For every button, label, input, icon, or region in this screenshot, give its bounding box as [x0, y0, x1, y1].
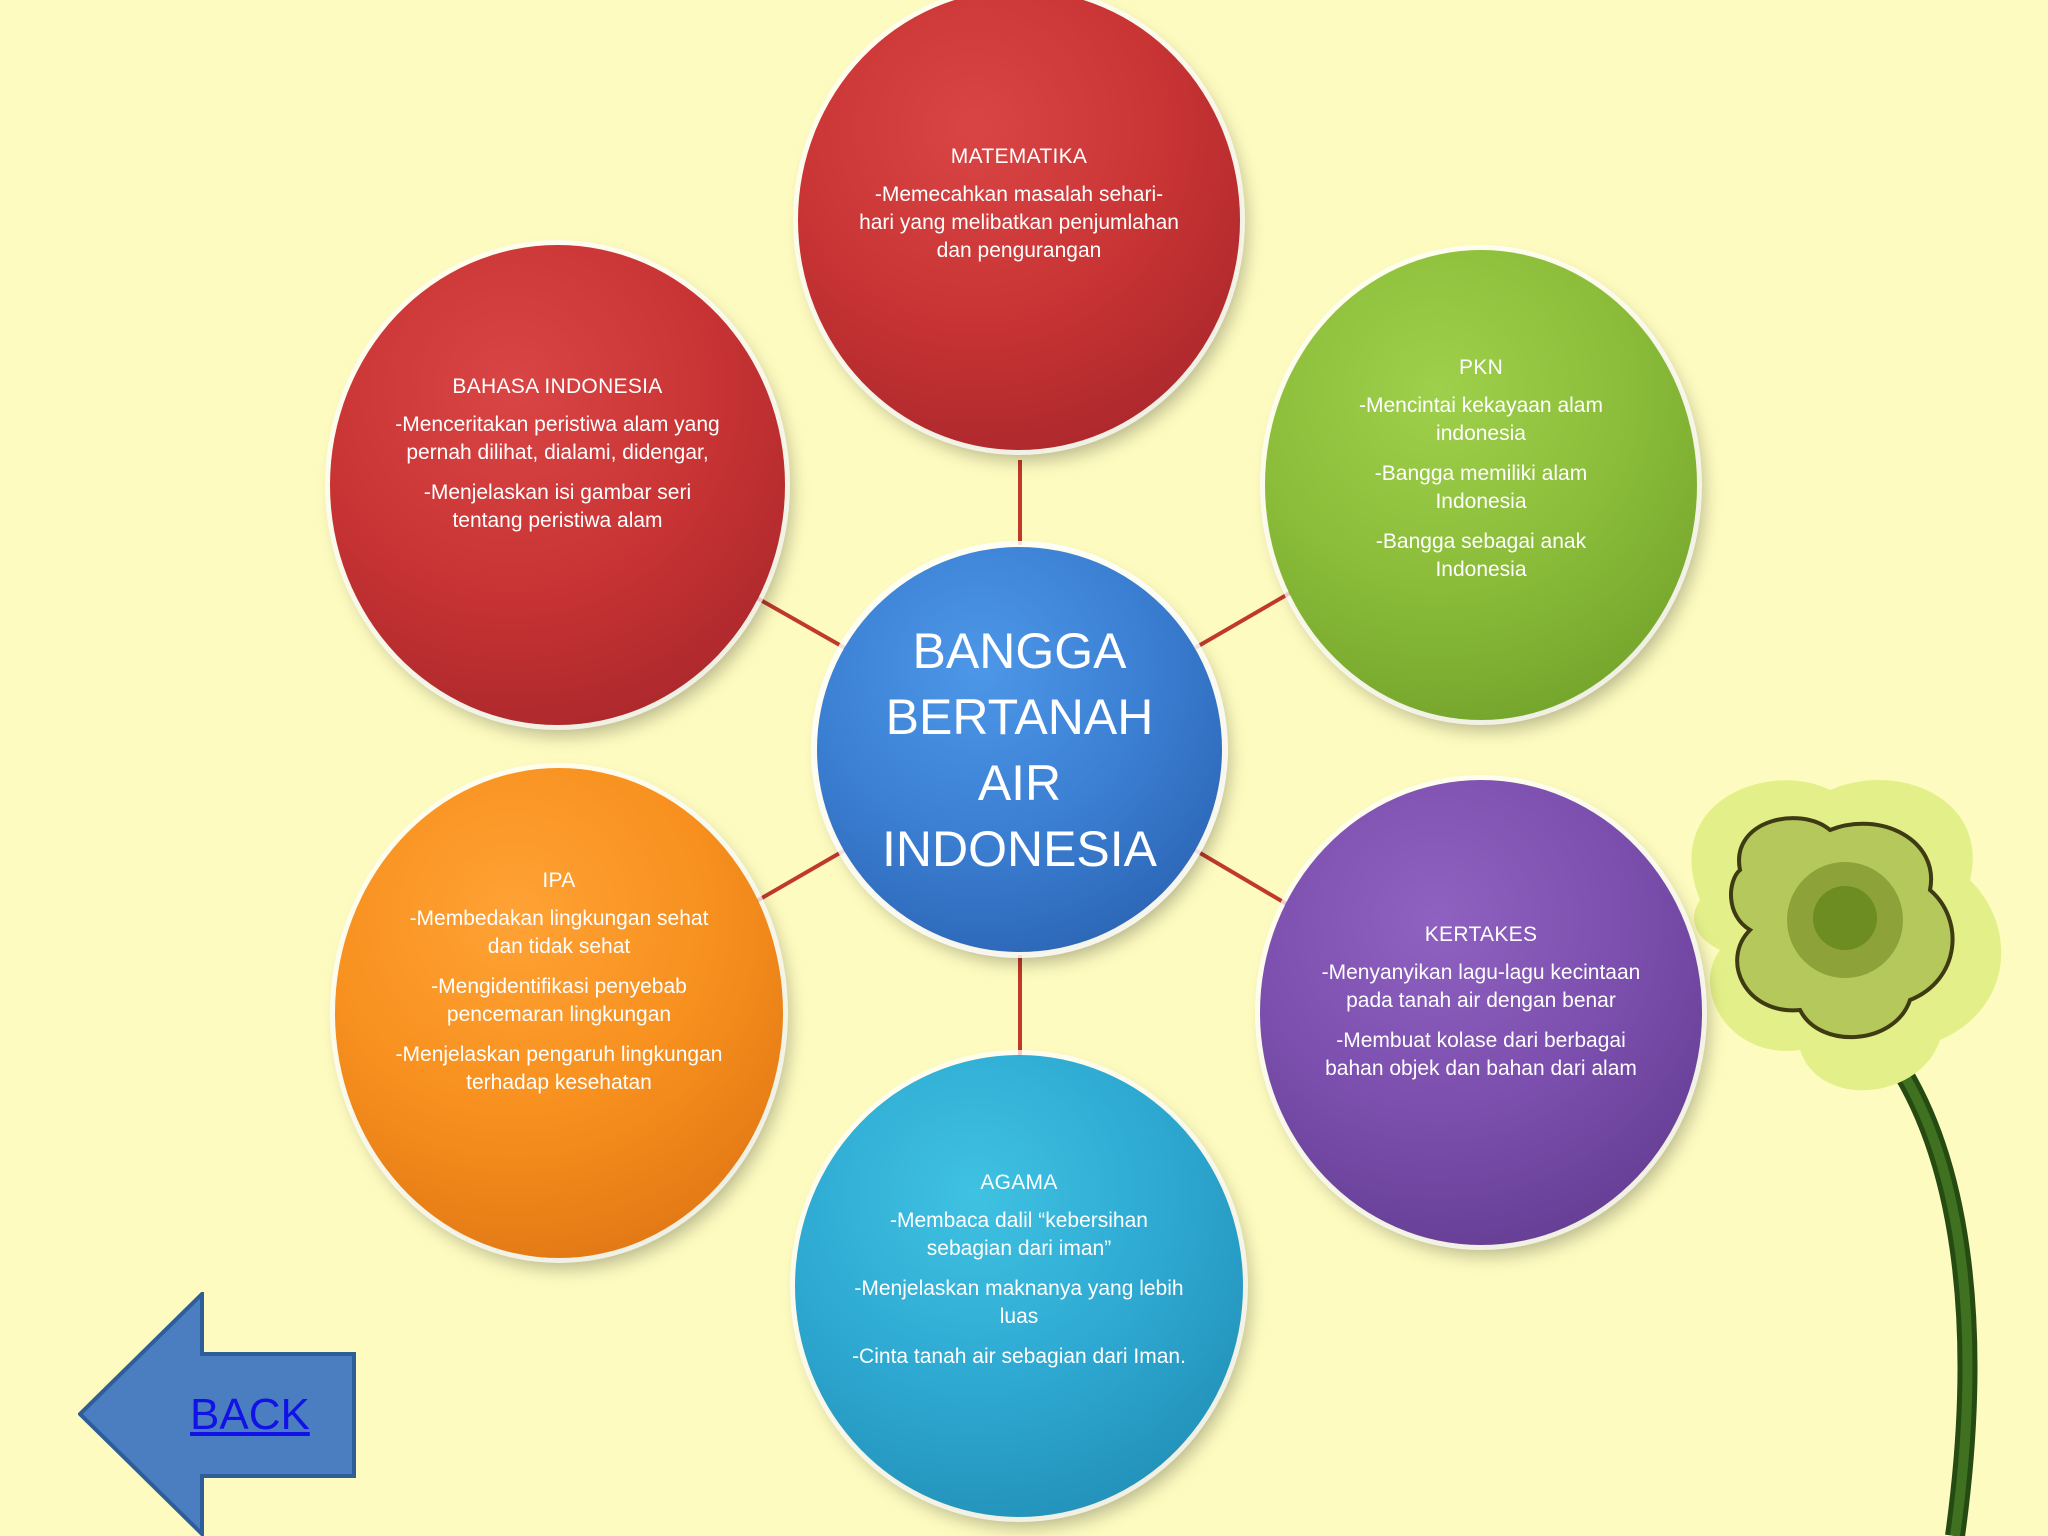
node-title: BAHASA INDONESIA — [452, 375, 663, 398]
connector-kertakes — [1193, 848, 1292, 908]
node-ipa: IPA -Membedakan lingkungan sehat dan tid… — [335, 768, 783, 1258]
node-items: -Membedakan lingkungan sehat dan tidak s… — [390, 905, 728, 1097]
node-items: -Membaca dalil “kebersihan sebagian dari… — [850, 1207, 1188, 1371]
node-items: -Memecahkan masalah sehari-hari yang mel… — [858, 181, 1180, 265]
node-items: -Mencintai kekayaan alam indonesia -Bang… — [1335, 392, 1627, 584]
node-item: -Membuat kolase dari berbagai bahan obje… — [1325, 1028, 1637, 1080]
node-agama: AGAMA -Membaca dalil “kebersihan sebagia… — [795, 1055, 1243, 1517]
node-item: -Mengidentifikasi penyebab pencemaran li… — [431, 975, 687, 1026]
node-title: KERTAKES — [1424, 922, 1538, 946]
node-item: -Bangga sebagai anak Indonesia — [1375, 530, 1587, 581]
node-pkn: PKN -Mencintai kekayaan alam indonesia -… — [1265, 250, 1697, 720]
node-bahasa-indonesia: BAHASA INDONESIA -Menceritakan peristiwa… — [330, 245, 785, 725]
node-item: -Cinta tanah air sebagian dari Iman. — [852, 1345, 1186, 1368]
node-item: -Membedakan lingkungan sehat dan tidak s… — [409, 907, 709, 958]
node-item: -Mencintai kekayaan alam indonesia — [1359, 394, 1603, 445]
node-matematika: MATEMATIKA -Memecahkan masalah sehari-ha… — [798, 0, 1240, 450]
center-title: BANGGA BERTANAH AIR INDONESIA — [881, 622, 1158, 877]
node-title: MATEMATIKA — [950, 145, 1088, 168]
connector-bahasa — [756, 596, 846, 650]
node-title: IPA — [542, 869, 576, 892]
node-item: -Menyanyikan lagu-lagu kecintaan pada ta… — [1321, 960, 1641, 1012]
node-item: -Menjelaskan isi gambar seri tentang per… — [423, 481, 692, 532]
node-item: -Bangga memiliki alam Indonesia — [1374, 462, 1588, 513]
node-items: -Menyanyikan lagu-lagu kecintaan pada ta… — [1320, 959, 1642, 1083]
node-kertakes: KERTAKES -Menyanyikan lagu-lagu kecintaa… — [1260, 780, 1702, 1245]
node-item: -Membaca dalil “kebersihan sebagian dari… — [890, 1209, 1148, 1260]
node-title: AGAMA — [980, 1171, 1058, 1194]
node-title: PKN — [1458, 356, 1504, 379]
node-item: -Menjelaskan maknanya yang lebih luas — [854, 1277, 1184, 1328]
node-item: -Menceritakan peristiwa alam yang pernah… — [395, 413, 720, 464]
back-link[interactable]: BACK — [190, 1390, 310, 1439]
connector-ipa — [753, 848, 847, 904]
connector-pkn — [1193, 588, 1297, 650]
node-items: -Menceritakan peristiwa alam yang pernah… — [390, 411, 725, 535]
node-item: -Menjelaskan pengaruh lingkungan terhada… — [395, 1043, 723, 1094]
center-node: BANGGA BERTANAH AIR INDONESIA — [817, 547, 1222, 952]
back-arrow-icon[interactable] — [78, 1292, 356, 1536]
node-item: -Memecahkan masalah sehari-hari yang mel… — [859, 183, 1179, 262]
